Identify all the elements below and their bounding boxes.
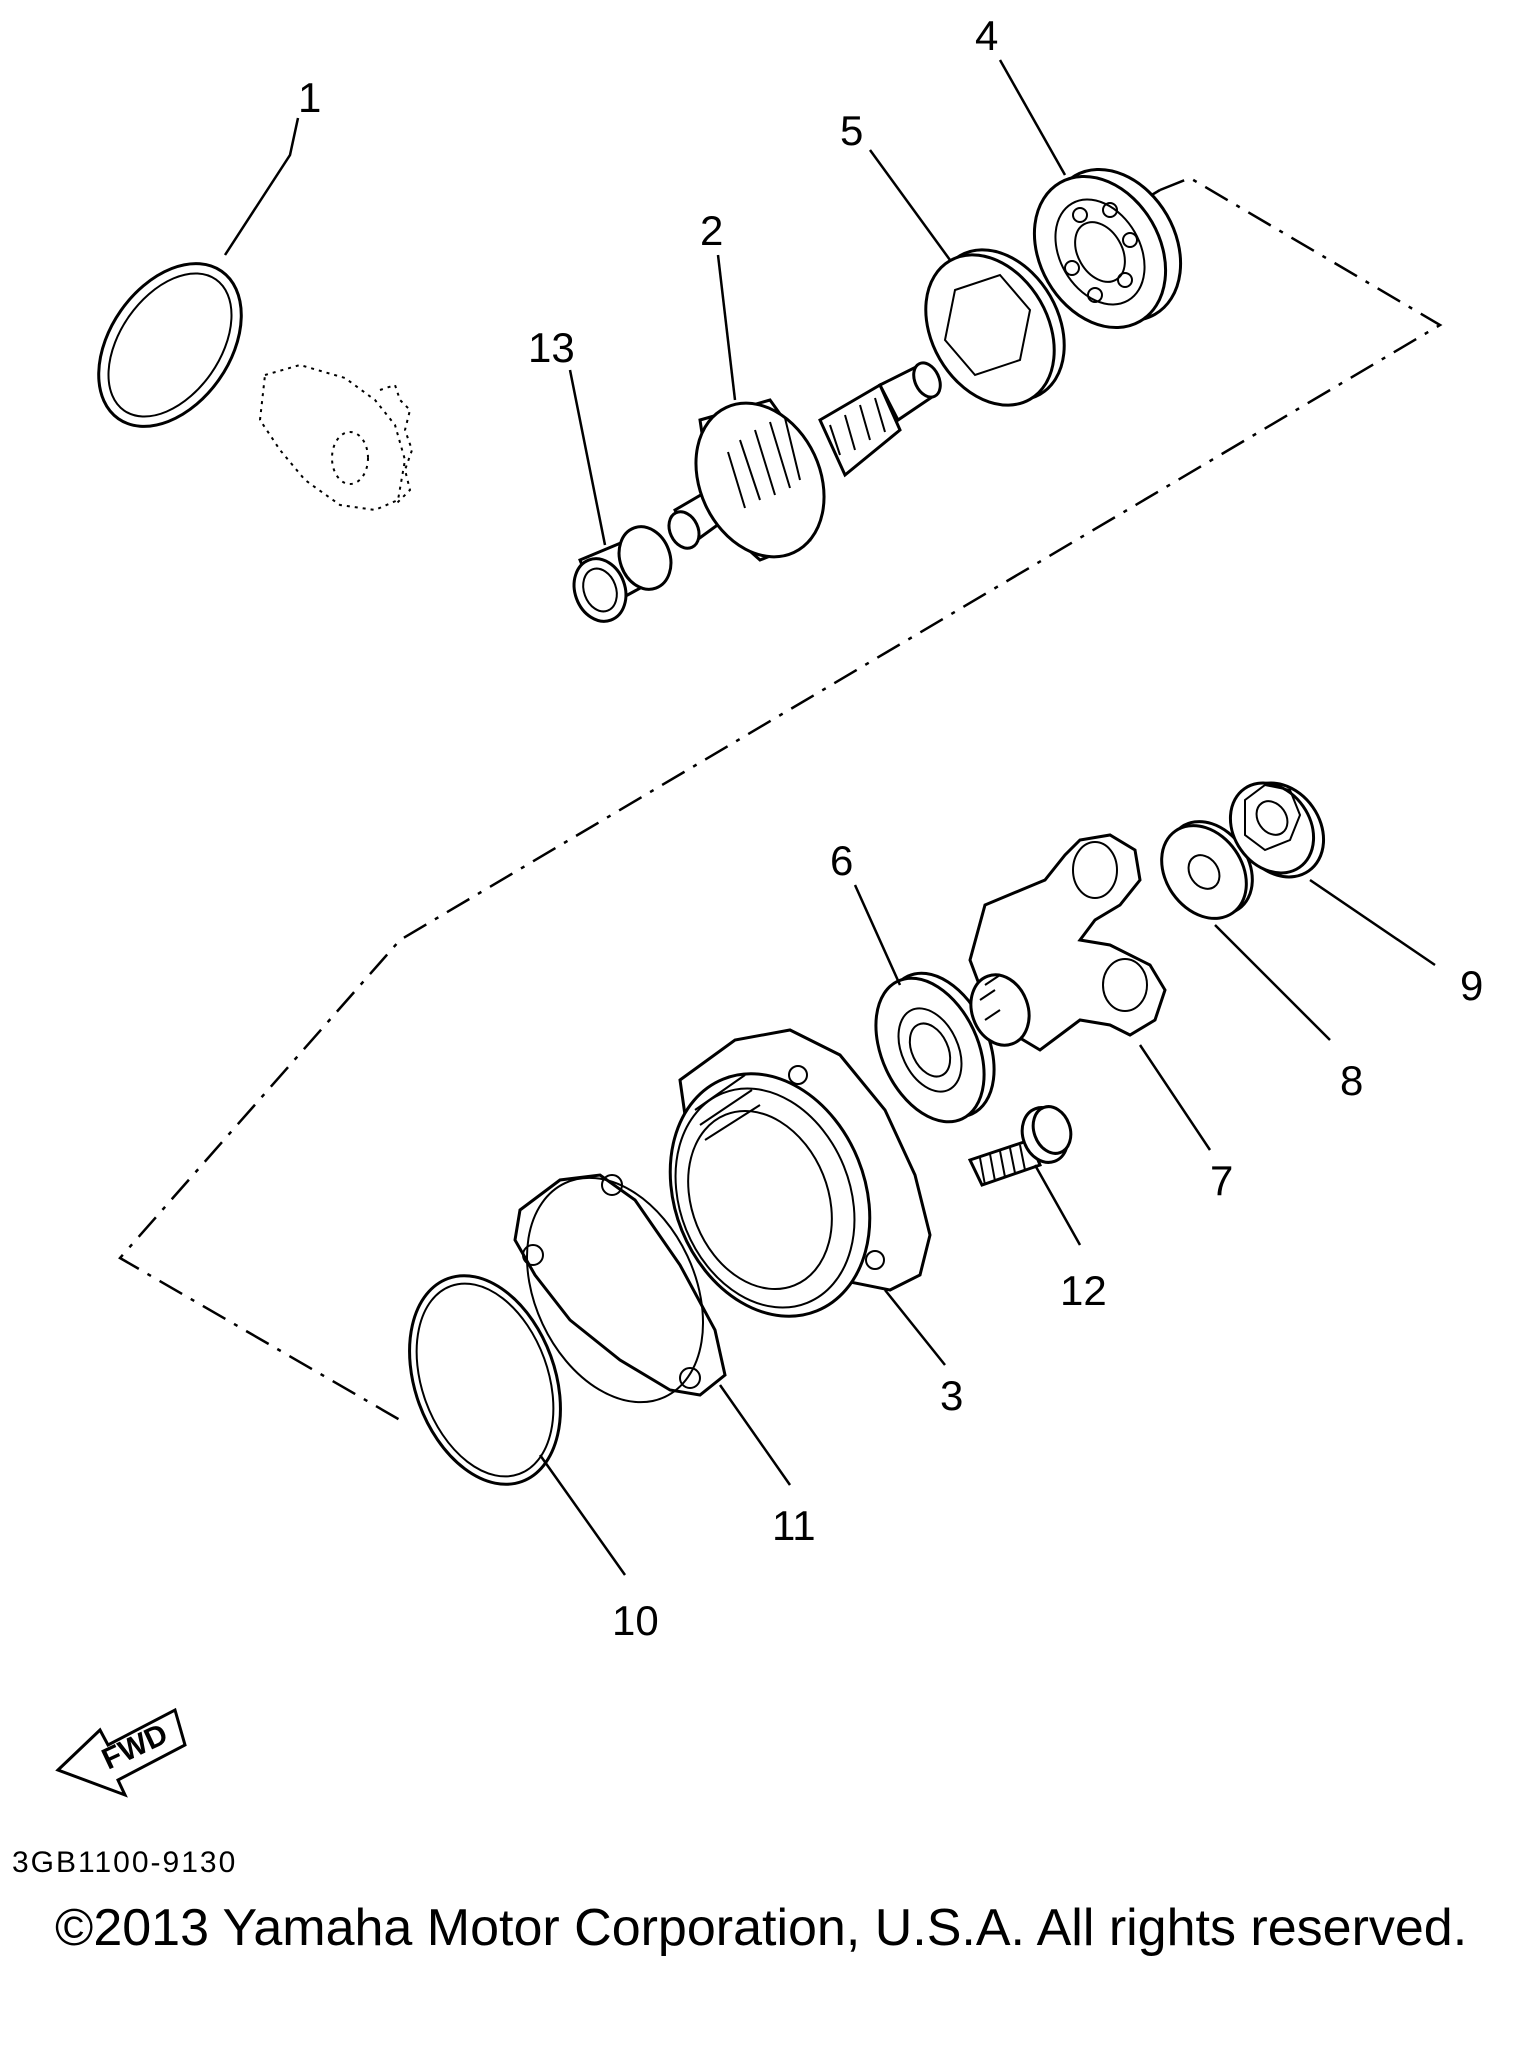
part-code: 3GB1100-9130: [12, 1846, 237, 1879]
callout-11: 11: [772, 1502, 816, 1549]
fwd-arrow-icon: FWD: [55, 1707, 187, 1798]
part-6-oil-seal: [853, 884, 996, 1124]
part-8-washer: [1160, 820, 1331, 1041]
callout-9: 9: [1460, 962, 1483, 1009]
callout-2: 2: [700, 207, 723, 254]
part-11-gasket: [513, 1173, 792, 1486]
callout-4: 4: [975, 12, 998, 59]
copyright-notice: ©2013 Yamaha Motor Corporation, U.S.A. A…: [55, 1899, 1467, 1957]
part-1-o-ring: [97, 117, 300, 428]
callout-1: 1: [298, 74, 321, 121]
part-3-housing: [668, 1028, 946, 1366]
callout-7: 7: [1210, 1157, 1233, 1204]
part-10-o-ring: [408, 1274, 627, 1576]
part-4-ball-bearing: [998, 59, 1183, 329]
callout-3: 3: [940, 1372, 963, 1419]
callout-10: 10: [612, 1597, 659, 1644]
part-9-flange-nut: [1228, 781, 1436, 967]
part-12-bolt: [967, 1105, 1082, 1246]
reference-gear-outline: [258, 363, 414, 512]
part-5-oil-seal: [868, 149, 1066, 407]
part-2-gear-shaft: [667, 254, 942, 562]
callout-12: 12: [1060, 1267, 1107, 1314]
callout-13: 13: [528, 324, 575, 371]
callout-6: 6: [830, 837, 853, 884]
part-13-needle-bearing: [568, 369, 673, 623]
part-7-yoke: [968, 833, 1212, 1151]
callout-8: 8: [1340, 1057, 1363, 1104]
callout-5: 5: [840, 107, 863, 154]
